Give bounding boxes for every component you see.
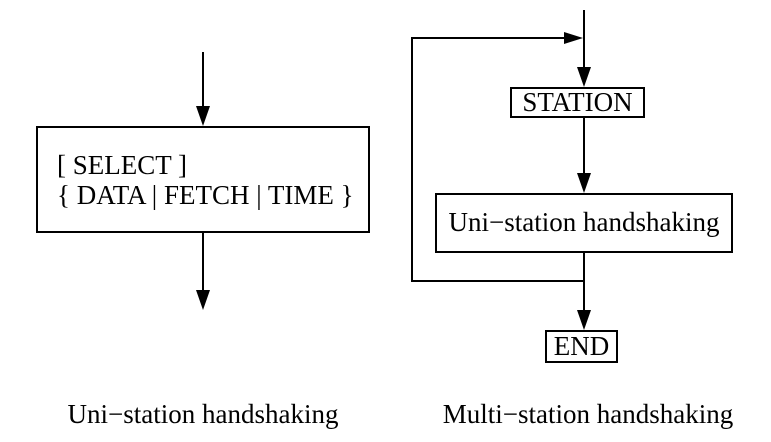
flow-line-station-to-process (583, 118, 585, 174)
select-line: [ SELECT ] (57, 149, 187, 180)
station-label: STATION (522, 86, 633, 117)
multi-station-caption: Multi−station handshaking (442, 399, 734, 429)
arrowhead-down-into-end-box (577, 310, 591, 330)
station-box: STATION (510, 87, 645, 118)
arrowhead-down-into-station-box (577, 67, 591, 87)
uni-station-process-label: Uni−station handshaking (448, 207, 720, 238)
end-label: END (553, 330, 610, 361)
arrowhead-down-into-select-box (196, 106, 210, 126)
end-box: END (545, 330, 618, 363)
arrowhead-down-out-of-select-box (196, 290, 210, 310)
uni-station-caption: Uni−station handshaking (67, 399, 339, 429)
flow-line-process-to-end (583, 253, 585, 311)
uni-station-process-box: Uni−station handshaking (435, 193, 733, 253)
select-statement-box: [ SELECT ] { DATA | FETCH | TIME } (36, 126, 370, 233)
flow-line-into-select-box (202, 52, 204, 108)
arrowhead-down-into-process-box (577, 173, 591, 193)
loop-line-left (411, 37, 413, 282)
data-fetch-time-line: { DATA | FETCH | TIME } (57, 179, 354, 210)
loop-line-bottom (411, 280, 584, 282)
loop-line-top (411, 37, 565, 39)
flow-line-entry (583, 10, 585, 70)
flow-line-out-of-select-box (202, 233, 204, 291)
arrowhead-right-loop-rejoin (564, 32, 583, 44)
select-statement-text: [ SELECT ] { DATA | FETCH | TIME } (57, 150, 354, 210)
